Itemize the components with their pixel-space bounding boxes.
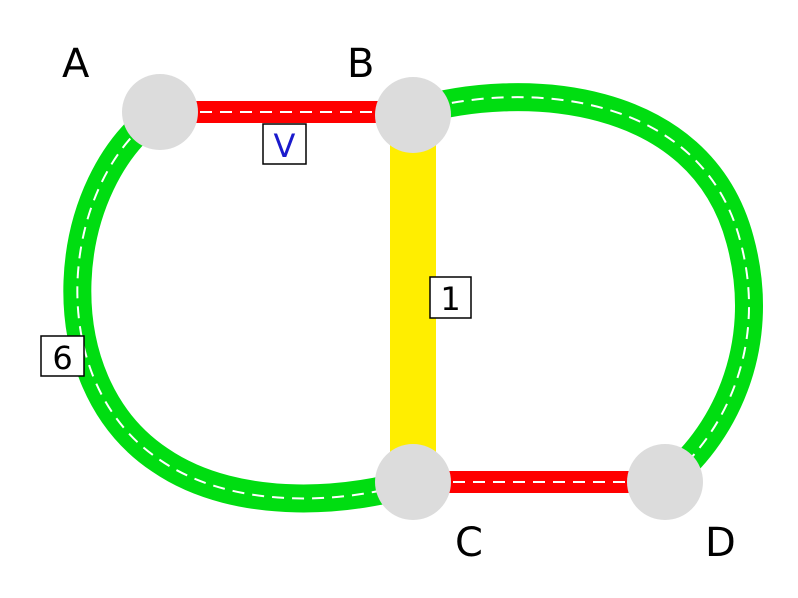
edge-a-c-track	[63, 100, 418, 513]
node-label-b: B	[347, 41, 374, 87]
node-label-a: A	[62, 41, 90, 87]
edge-label-a-b-text: V	[274, 127, 296, 165]
edge-label-b-c-text: 1	[440, 280, 460, 318]
node-b	[375, 77, 451, 153]
edge-b-d	[408, 83, 763, 494]
edge-label-a-b: V	[262, 123, 307, 165]
edge-label-a-c: 6	[40, 335, 85, 377]
edge-a-c-dash	[76, 111, 414, 500]
edge-label-b-c: 1	[429, 276, 472, 319]
edge-b-c-track	[390, 112, 436, 482]
edge-label-a-c-box	[40, 335, 85, 377]
edge-label-a-b-box	[262, 123, 307, 165]
node-d	[627, 444, 703, 520]
edge-b-d-dash	[412, 96, 750, 483]
edge-label-a-c-text: 6	[52, 339, 72, 377]
edge-a-c	[63, 100, 418, 513]
edge-label-b-c-box	[429, 276, 472, 319]
edge-b-c	[390, 112, 436, 482]
node-label-c: C	[455, 520, 483, 566]
node-a	[122, 74, 198, 150]
node-label-d: D	[705, 520, 736, 566]
node-c	[375, 444, 451, 520]
